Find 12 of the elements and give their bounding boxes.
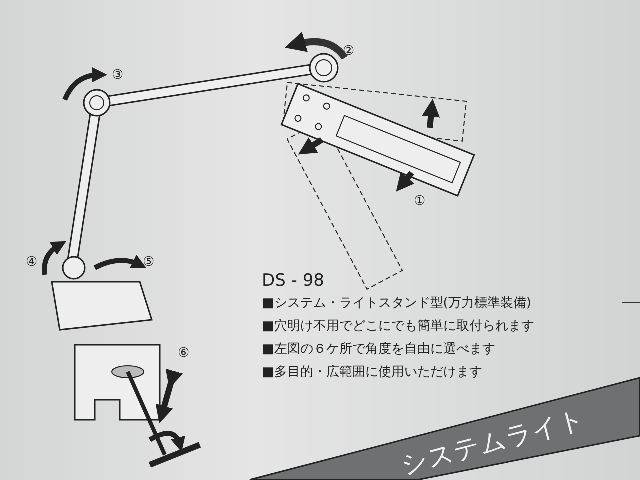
- callout-number: ④: [26, 255, 38, 270]
- callout-number: ②: [343, 44, 355, 59]
- callout-number: ③: [112, 68, 124, 83]
- feature-bullet: ■システム・ライトスタンド型(万力標準装備): [262, 296, 532, 311]
- callout-number: ⑤: [143, 255, 155, 270]
- callout-number: ①: [414, 194, 426, 209]
- model-number: DS - 98: [262, 271, 324, 291]
- banner-text: システムライト: [398, 404, 588, 480]
- feature-bullet: ■多目的・広範囲に使用いただけます: [262, 365, 482, 380]
- feature-bullet: ■穴明け不用でどこにでも簡単に取付られます: [262, 319, 534, 334]
- callout-number: ⑥: [178, 346, 190, 361]
- feature-bullet: ■左図の６ケ所で角度を自由に選べます: [262, 342, 496, 357]
